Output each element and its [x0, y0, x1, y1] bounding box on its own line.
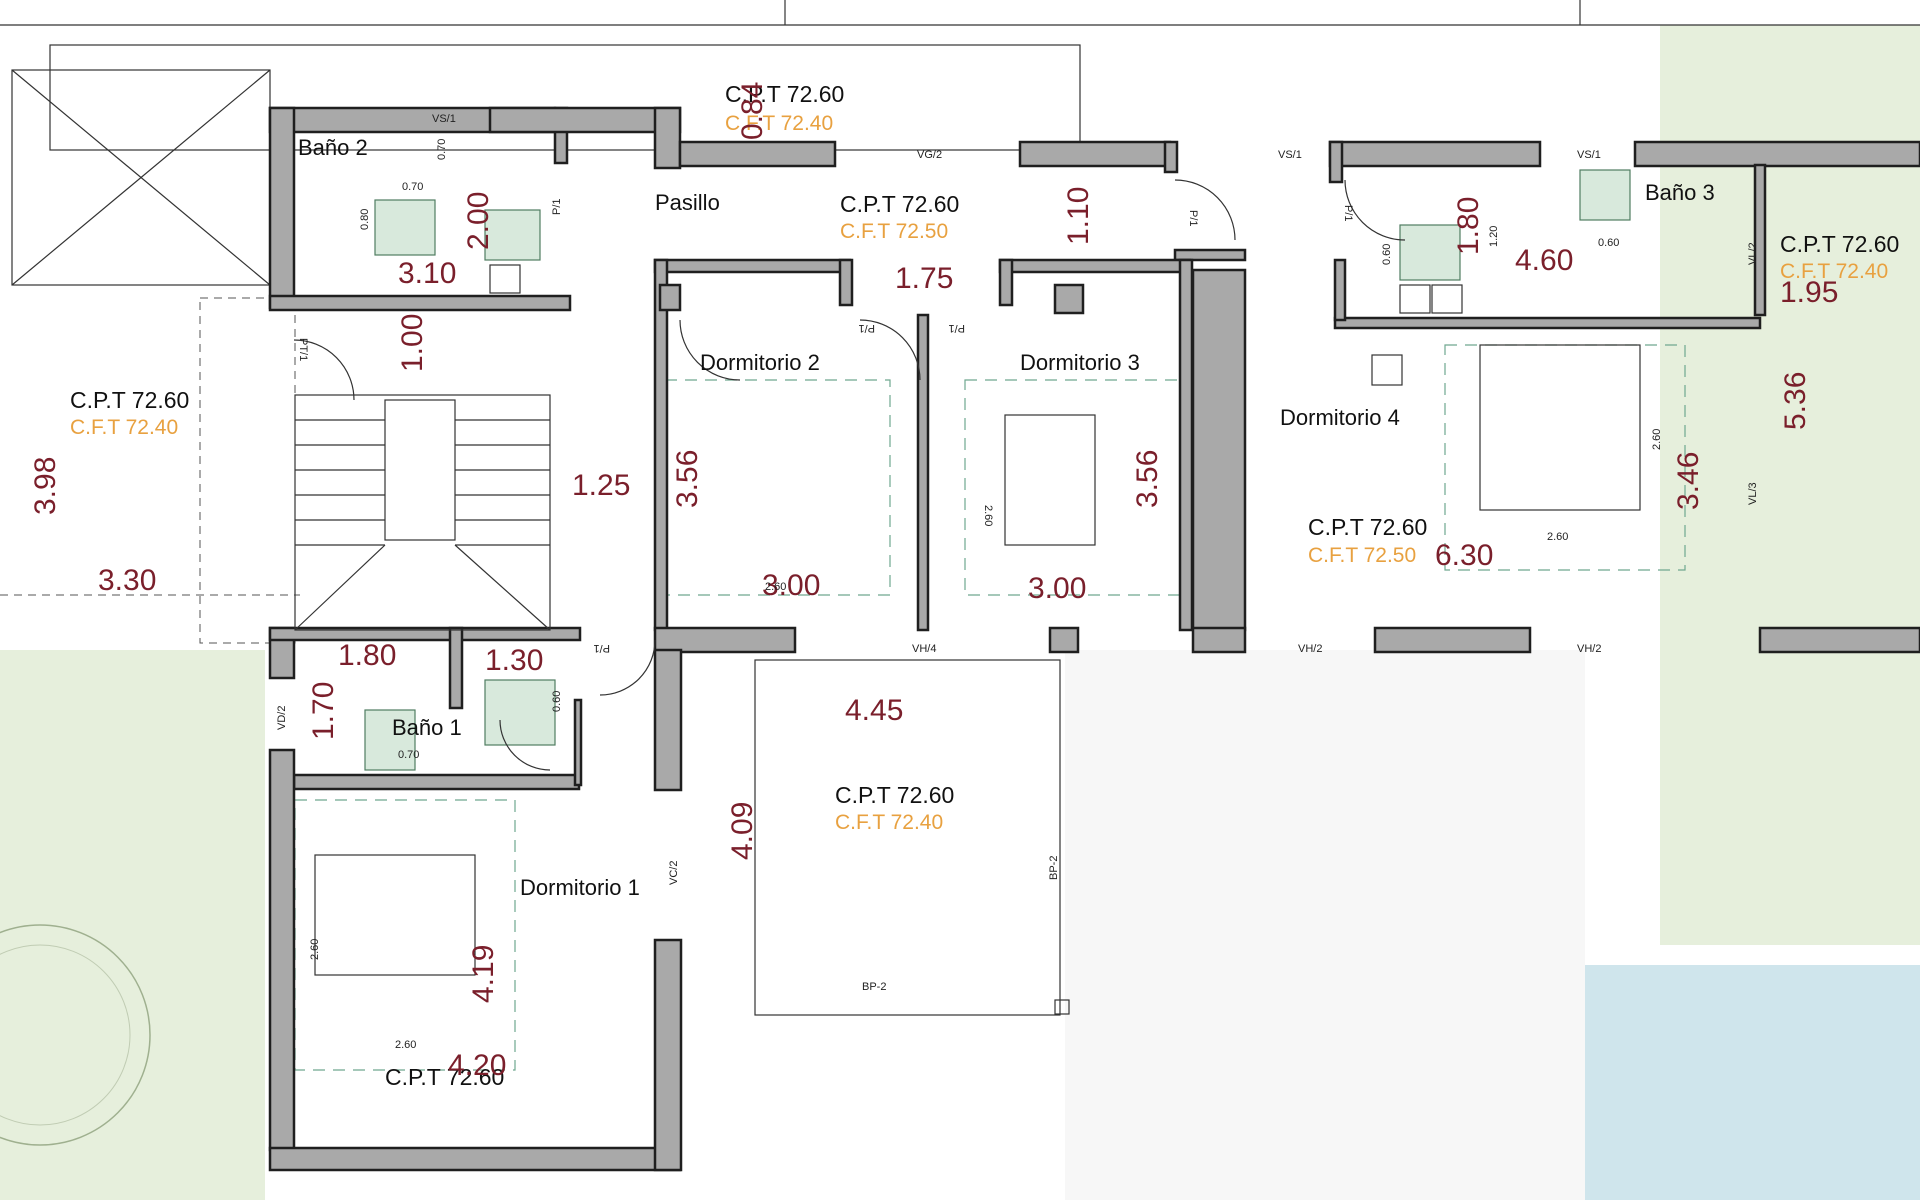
dimension-label: 3.56 — [1131, 450, 1164, 508]
dimension-label: 3.30 — [98, 564, 156, 597]
staircase — [294, 394, 551, 631]
window-tag: VG/2 — [917, 149, 942, 161]
window-tag: VL/2 — [1747, 242, 1759, 265]
terrace — [1065, 650, 1585, 1200]
window-tag: VC/2 — [668, 861, 680, 885]
dimension-label: 1.00 — [396, 314, 429, 372]
dimension-label: 1.25 — [572, 469, 630, 502]
dimension-label: 5.36 — [1779, 372, 1812, 430]
level-cft: C.F.T 72.40 — [725, 112, 833, 135]
level-cft: C.F.T 72.40 — [70, 416, 178, 439]
room-label-bano1: Baño 1 — [392, 715, 462, 740]
level-cpt: C.P.T 72.60 — [835, 782, 954, 808]
dimension-label: 1.75 — [895, 262, 953, 295]
dimension-label: 1.10 — [1062, 187, 1095, 245]
window-tag: VS/1 — [432, 113, 456, 125]
measure-tag: 0.60 — [551, 691, 563, 712]
walls — [268, 106, 1920, 1172]
beam-tag: BP-2 — [862, 981, 886, 993]
dimension-label: 4.19 — [467, 945, 500, 1003]
window-tag: VS/1 — [1278, 149, 1302, 161]
level-cpt: C.P.T 72.60 — [1308, 514, 1427, 540]
bathroom-fixtures — [364, 169, 1631, 1015]
room-label-dormitorio4: Dormitorio 4 — [1280, 405, 1400, 430]
dimension-label: 1.30 — [485, 644, 543, 677]
pool — [1582, 965, 1920, 1200]
room-label-bano3: Baño 3 — [1645, 180, 1715, 205]
window-tag: VH/4 — [912, 643, 936, 655]
round-planter — [0, 924, 151, 1146]
level-cpt: C.P.T 72.60 — [70, 387, 189, 413]
measure-tag: 2.60 — [765, 581, 786, 593]
level-cpt: C.P.T 72.60 — [840, 191, 959, 217]
measure-tag: 0.70 — [398, 749, 419, 761]
door-tag: P/1 — [1187, 210, 1199, 227]
door-tag: P/1 — [1342, 205, 1354, 222]
dimension-label: 1.95 — [1780, 276, 1838, 309]
measure-tag: 0.80 — [359, 209, 371, 230]
window-tag: VL/3 — [1747, 482, 1759, 505]
dimension-label: 1.80 — [338, 639, 396, 672]
dimension-label: 3.00 — [762, 569, 820, 602]
garden-area-right — [1660, 25, 1920, 945]
room-label-bano2: Baño 2 — [298, 135, 368, 160]
level-cft: C.F.T 72.40 — [835, 811, 943, 834]
measure-tag: 2.60 — [395, 1039, 416, 1051]
dimension-label: 4.60 — [1515, 244, 1573, 277]
measure-tag: 2.60 — [1547, 531, 1568, 543]
dimension-label: 4.45 — [845, 694, 903, 727]
window-tag: VH/2 — [1577, 643, 1601, 655]
measure-tag: 0.60 — [1381, 244, 1393, 265]
door-tag: P/1 — [948, 322, 965, 334]
level-cft: C.F.T 72.50 — [1308, 544, 1416, 567]
room-label-dormitorio3: Dormitorio 3 — [1020, 350, 1140, 375]
level-cpt: C.P.T 72.60 — [1780, 231, 1899, 257]
window-tag: VD/2 — [276, 706, 288, 730]
dimension-label: 4.09 — [726, 802, 759, 860]
dimension-label: 2.00 — [462, 192, 495, 250]
dimension-label: 4.20 — [448, 1049, 506, 1082]
level-cft: C.F.T 72.50 — [840, 220, 948, 243]
dimension-label: 3.98 — [29, 457, 62, 515]
measure-tag: 0.70 — [436, 139, 448, 160]
door-tag: PT/1 — [297, 338, 309, 361]
measure-tag: 1.20 — [1488, 226, 1500, 247]
dimension-label: 0.84 — [736, 82, 769, 140]
door-tag: P/1 — [551, 198, 563, 215]
dimension-label: 3.10 — [398, 257, 456, 290]
level-cft: C.F.T 72.40 — [1780, 260, 1888, 283]
measure-tag: 0.70 — [402, 181, 423, 193]
dimension-label: 1.80 — [1452, 197, 1485, 255]
beam-tag: BP-2 — [1048, 856, 1060, 880]
measure-tag: 2.60 — [309, 939, 321, 960]
measure-tag: 2.60 — [1651, 429, 1663, 450]
dimension-label: 3.46 — [1672, 452, 1705, 510]
level-cpt: C.P.T 72.60 — [385, 1064, 504, 1090]
dimension-label: 3.56 — [671, 450, 704, 508]
round-planter-inner — [0, 944, 131, 1126]
dimension-label: 1.70 — [307, 682, 340, 740]
level-cpt: C.P.T 72.60 — [725, 81, 844, 107]
dimension-label: 3.00 — [1028, 572, 1086, 605]
door-swings — [293, 179, 1406, 771]
measure-tag: 0.60 — [1598, 237, 1619, 249]
door-tag: P/1 — [858, 322, 875, 334]
room-label-dormitorio1: Dormitorio 1 — [520, 875, 640, 900]
room-label-dormitorio2: Dormitorio 2 — [700, 350, 820, 375]
window-tag: VH/2 — [1298, 643, 1322, 655]
dimension-label: 6.30 — [1435, 539, 1493, 572]
measure-tag: 2.60 — [982, 505, 994, 526]
door-tag: P/1 — [593, 642, 610, 654]
room-label-pasillo: Pasillo — [655, 190, 720, 215]
window-tag: VS/1 — [1577, 149, 1601, 161]
